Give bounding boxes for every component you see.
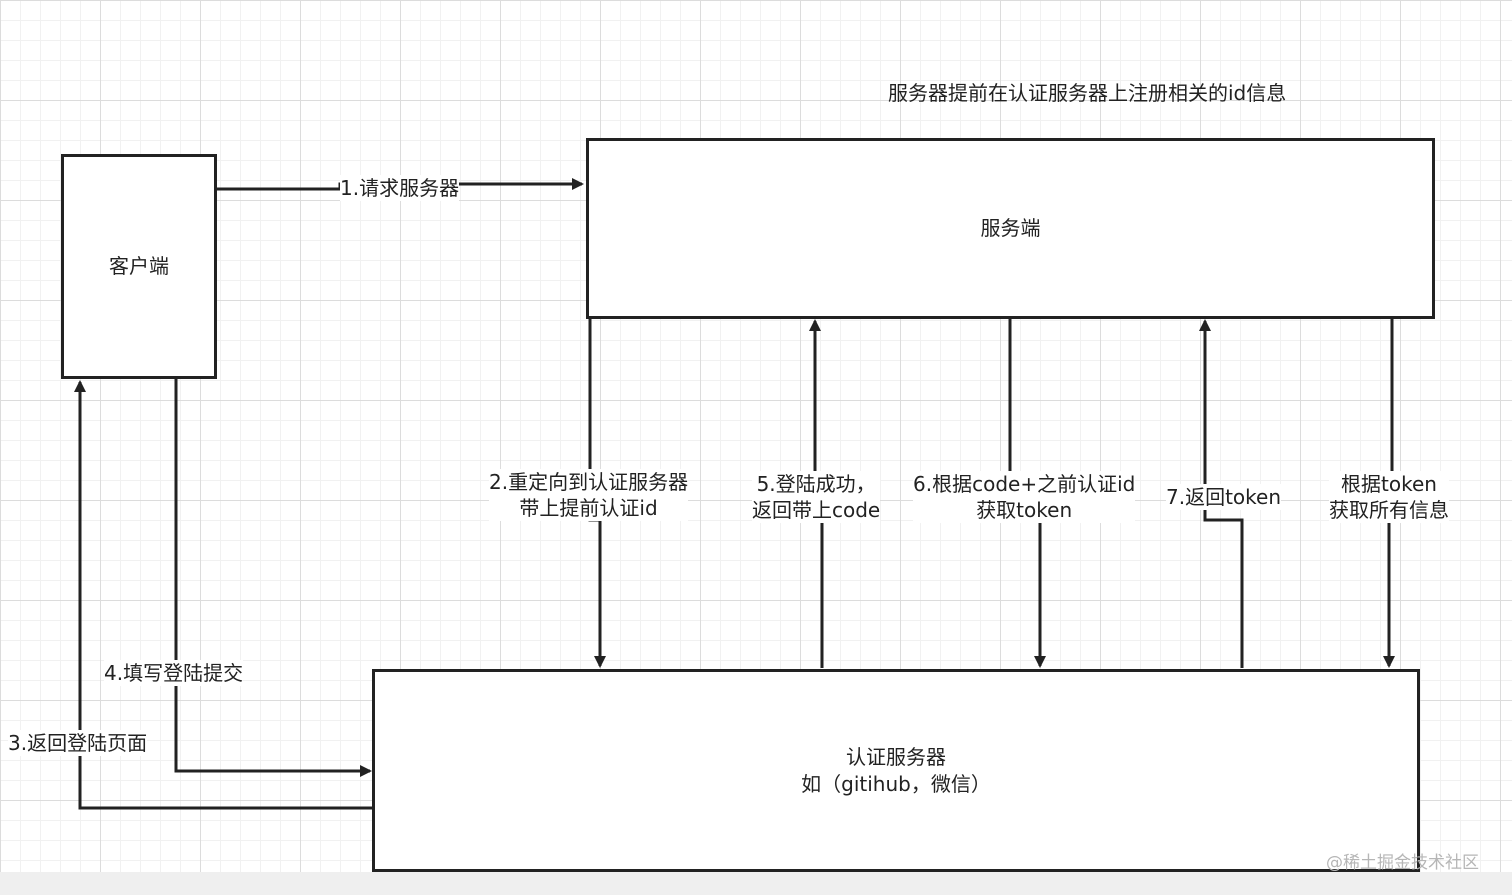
auth-server-box: 认证服务器 如（gitihub，微信） <box>372 669 1420 872</box>
edge-label-step1: 1.请求服务器 <box>340 175 460 201</box>
edge-step3 <box>74 380 373 810</box>
edge-label-step5: 5.登陆成功， 返回带上code <box>752 471 881 523</box>
edge-label-step6-line2: 获取token <box>976 498 1073 522</box>
edge-label-step6-line1: 6.根据code+之前认证id <box>913 472 1136 496</box>
edge-label-step3: 3.返回登陆页面 <box>8 730 148 756</box>
edge-label-step7: 7.返回token <box>1166 484 1282 510</box>
edge-step7 <box>1199 319 1244 668</box>
top-note: 服务器提前在认证服务器上注册相关的id信息 <box>888 81 1287 105</box>
edge-label-step4: 4.填写登陆提交 <box>104 660 244 686</box>
edge-label-step2: 2.重定向到认证服务器 带上提前认证id <box>489 469 689 521</box>
auth-server-label: 认证服务器 <box>846 744 946 769</box>
server-label: 服务端 <box>980 216 1041 240</box>
edge-label-step8: 根据token 获取所有信息 <box>1329 471 1449 523</box>
edge-label-step8-line2: 获取所有信息 <box>1329 498 1449 522</box>
edge-label-step5-line2: 返回带上code <box>752 498 881 522</box>
auth-server-examples: 如（gitihub，微信） <box>801 771 991 796</box>
edge-step4 <box>174 379 372 777</box>
edge-label-step5-line1: 5.登陆成功， <box>756 472 876 496</box>
edge-label-step8-line1: 根据token <box>1341 472 1437 496</box>
server-box: 服务端 <box>586 138 1435 319</box>
client-box: 客户端 <box>61 154 217 379</box>
bottom-bar <box>0 872 1512 895</box>
edge-label-step6: 6.根据code+之前认证id 获取token <box>913 471 1136 523</box>
client-label: 客户端 <box>109 254 169 278</box>
edge-label-step2-line1: 2.重定向到认证服务器 <box>489 470 689 494</box>
edge-label-step2-line2: 带上提前认证id <box>519 496 658 520</box>
watermark: @稀土掘金技术社区 <box>1326 853 1479 873</box>
